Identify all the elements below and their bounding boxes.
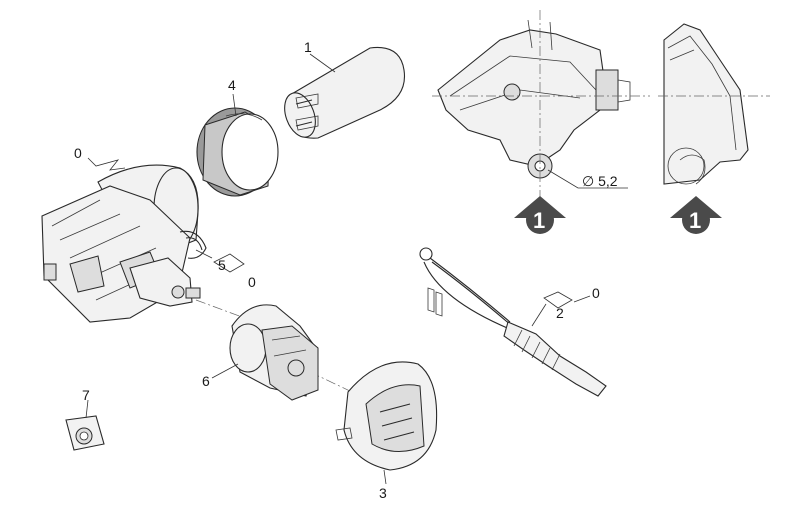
detail-marker-right: 1 xyxy=(670,196,722,234)
clip-part xyxy=(65,415,105,451)
housing-side-view xyxy=(663,23,749,185)
callout-part-6: 6 xyxy=(202,373,210,389)
diameter-label: ∅ 5,2 xyxy=(582,173,618,189)
cover-part xyxy=(335,361,438,471)
ring-part xyxy=(196,107,279,197)
svg-text:1: 1 xyxy=(533,208,545,233)
callout-part-5: 5 xyxy=(218,257,226,273)
capacitor-part xyxy=(284,46,406,139)
switch-part xyxy=(229,304,319,401)
detail-marker-left: 1 xyxy=(514,196,566,234)
callout-part-4: 4 xyxy=(228,77,236,93)
callout-part-5-qty: 0 xyxy=(248,274,256,290)
callout-part-7: 7 xyxy=(82,387,90,403)
callout-part-3: 3 xyxy=(379,485,387,501)
motor-assembly xyxy=(41,164,207,323)
callout-part-1: 1 xyxy=(304,39,312,55)
cable-part xyxy=(419,247,607,397)
callout-part-0: 0 xyxy=(74,145,82,161)
housing-front-view xyxy=(437,19,631,179)
svg-text:1: 1 xyxy=(689,208,701,233)
callout-part-2-qty: 0 xyxy=(592,285,600,301)
callout-part-2: 2 xyxy=(556,305,564,321)
